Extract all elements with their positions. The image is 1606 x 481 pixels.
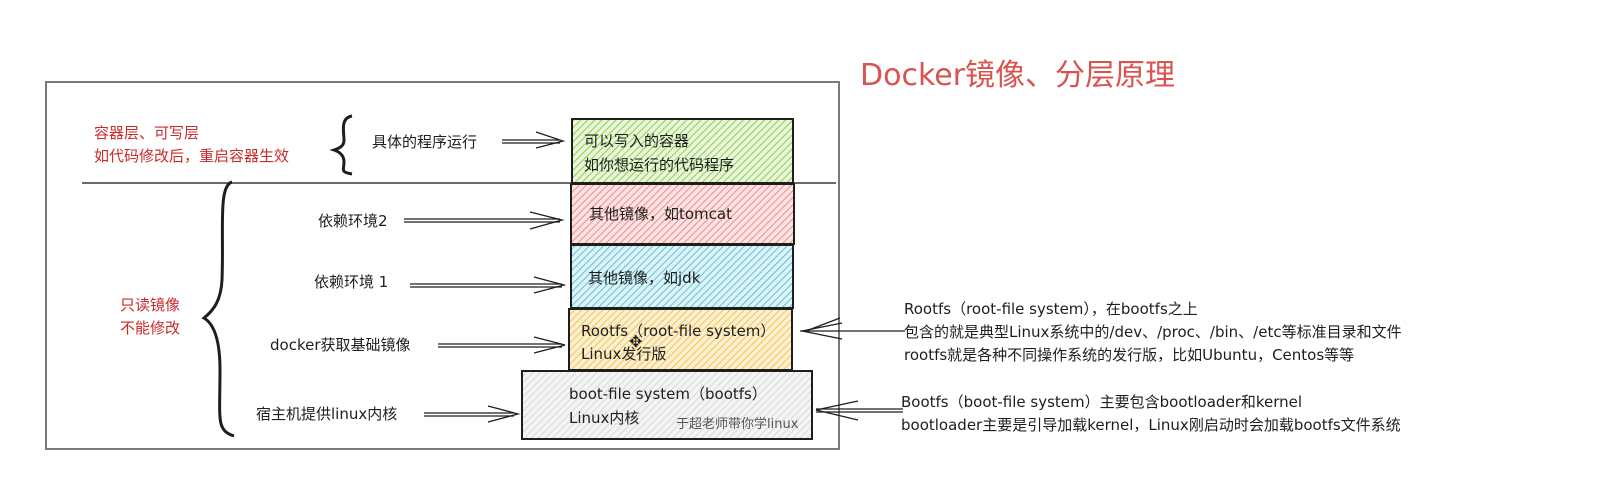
arrow-label-kernel: 宿主机提供linux内核 [256, 405, 398, 423]
arrow-kernel-icon [424, 405, 521, 423]
brace-readonly-icon [201, 180, 235, 438]
rootfs-note-line2: 包含的就是典型Linux系统中的/dev、/proc、/bin、/etc等标准目… [904, 323, 1402, 341]
layer-bootfs-line1: boot-file system（bootfs） [569, 385, 767, 403]
layer-box-container [571, 118, 794, 184]
layer-jdk-line1: 其他镜像，如jdk [588, 269, 701, 287]
layer-bootfs-line2: Linux内核 [569, 409, 640, 427]
rootfs-note-line3: rootfs就是各种不同操作系统的发行版，比如Ubuntu，Centos等等 [904, 346, 1355, 364]
layer-box-rootfs [568, 308, 793, 371]
container-layer-label-line1: 容器层、可写层 [94, 124, 200, 142]
layer-box-tomcat [570, 183, 795, 245]
move-cursor-icon: ✥ [629, 332, 643, 351]
arrow-label-dep2: 依赖环境2 [318, 212, 388, 230]
layer-tomcat-line1: 其他镜像，如tomcat [589, 205, 732, 223]
arrow-program-icon [502, 131, 566, 149]
arrow-label-dep1: 依赖环境 1 [314, 273, 389, 291]
arrow-base-icon [438, 336, 566, 354]
bootfs-note-line2: bootloader主要是引导加载kernel，Linux刚启动时会加载boot… [901, 416, 1401, 434]
arrow-label-program: 具体的程序运行 [372, 133, 478, 151]
watermark: 于超老师带你学linux [676, 417, 799, 432]
readonly-image-label-line2: 不能修改 [120, 319, 181, 337]
layer-rootfs-line1: Rootfs（root-file system） [581, 322, 776, 340]
layer-box-jdk [570, 244, 794, 309]
layer-container-line2: 如你想运行的代码程序 [584, 156, 735, 174]
arrow-bootfs-note-icon [815, 400, 903, 421]
layer-rootfs-line2: Linux发行版 [581, 345, 667, 363]
rootfs-note-line1: Rootfs（root-file system），在bootfs之上 [904, 300, 1198, 318]
arrow-label-base: docker获取基础镜像 [270, 336, 411, 354]
arrow-dep1-icon [410, 276, 567, 294]
layer-box-bootfs [521, 370, 813, 440]
arrow-dep2-icon [404, 211, 565, 230]
outer-frame [45, 81, 840, 450]
container-layer-label-line2: 如代码修改后，重启容器生效 [94, 147, 290, 165]
bootfs-note-line1: Bootfs（boot-file system）主要包含bootloader和k… [901, 393, 1303, 411]
arrow-rootfs-note-icon [800, 317, 905, 340]
page-title: Docker镜像、分层原理 [860, 58, 1176, 93]
layer-container-line1: 可以写入的容器 [584, 132, 690, 150]
readonly-image-label-line1: 只读镜像 [120, 296, 181, 314]
brace-container-icon [329, 114, 353, 176]
